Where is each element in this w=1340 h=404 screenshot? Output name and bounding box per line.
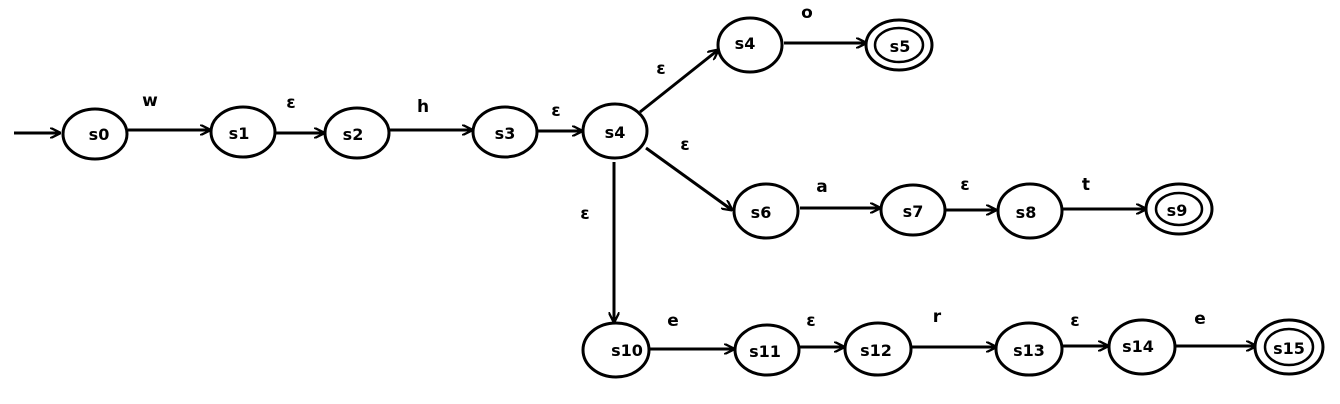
state-label: s12: [860, 341, 892, 360]
state-label: s1: [229, 124, 250, 143]
state-s1: s1: [209, 105, 277, 159]
state-s13: s13: [994, 321, 1064, 377]
state-s4: s4: [581, 102, 649, 160]
state-s8: s8: [996, 182, 1064, 240]
state-label: s3: [495, 124, 516, 143]
label-s1-s2: ε: [286, 93, 295, 113]
label-s10-s11: e: [667, 311, 679, 331]
transitions: [128, 43, 1256, 349]
label-s14-s15: e: [1194, 309, 1206, 329]
state-label: s4: [605, 123, 626, 142]
state-label: s14: [1122, 337, 1154, 356]
state-label: s13: [1013, 341, 1045, 360]
state-s6: s6: [732, 182, 800, 240]
state-label: s6: [751, 203, 772, 222]
label-s4b-s5: o: [801, 3, 813, 23]
label-s6-s7: a: [816, 177, 827, 197]
state-label: s4: [735, 34, 756, 53]
state-label: s5: [890, 37, 911, 56]
state-s0: s0: [61, 107, 129, 161]
state-label: s10: [611, 341, 643, 360]
label-s11-s12: ε: [806, 311, 815, 331]
state-label: s7: [903, 202, 924, 221]
states: s0 s1 s2 s3 s4 s4 s5 s6: [61, 16, 1325, 379]
state-s2: s2: [323, 106, 391, 160]
state-s10: s10: [581, 321, 651, 379]
label-s3-s4: ε: [551, 101, 560, 121]
label-s7-s8: ε: [960, 175, 969, 195]
edge-s4-s4b: [639, 50, 718, 114]
edge-s4-s6: [645, 146, 732, 210]
state-label: s2: [343, 125, 364, 144]
state-s15: s15: [1253, 318, 1325, 376]
state-s3: s3: [471, 105, 539, 159]
label-s4-s4b: ε: [656, 59, 665, 79]
state-label: s0: [89, 125, 110, 144]
state-label: s11: [749, 342, 781, 361]
state-s4b: s4: [716, 16, 784, 74]
state-s14: s14: [1107, 318, 1177, 376]
state-label: s15: [1273, 339, 1305, 358]
label-s8-s9: t: [1082, 175, 1090, 195]
label-s13-s14: ε: [1070, 311, 1079, 331]
label-s12-s13: r: [933, 307, 942, 327]
transition-labels: w ε h ε ε o ε a ε t ε e ε r ε e: [142, 3, 1206, 331]
label-s4-s10: ε: [580, 204, 589, 224]
state-label: s8: [1016, 203, 1037, 222]
state-s9: s9: [1144, 182, 1214, 236]
state-label: s9: [1167, 201, 1188, 220]
state-s5: s5: [864, 18, 934, 72]
state-s7: s7: [879, 183, 947, 237]
state-s11: s11: [733, 323, 801, 377]
state-s12: s12: [843, 321, 913, 377]
label-s0-s1: w: [142, 91, 158, 111]
label-s4-s6: ε: [680, 135, 689, 155]
label-s2-s3: h: [417, 97, 429, 117]
